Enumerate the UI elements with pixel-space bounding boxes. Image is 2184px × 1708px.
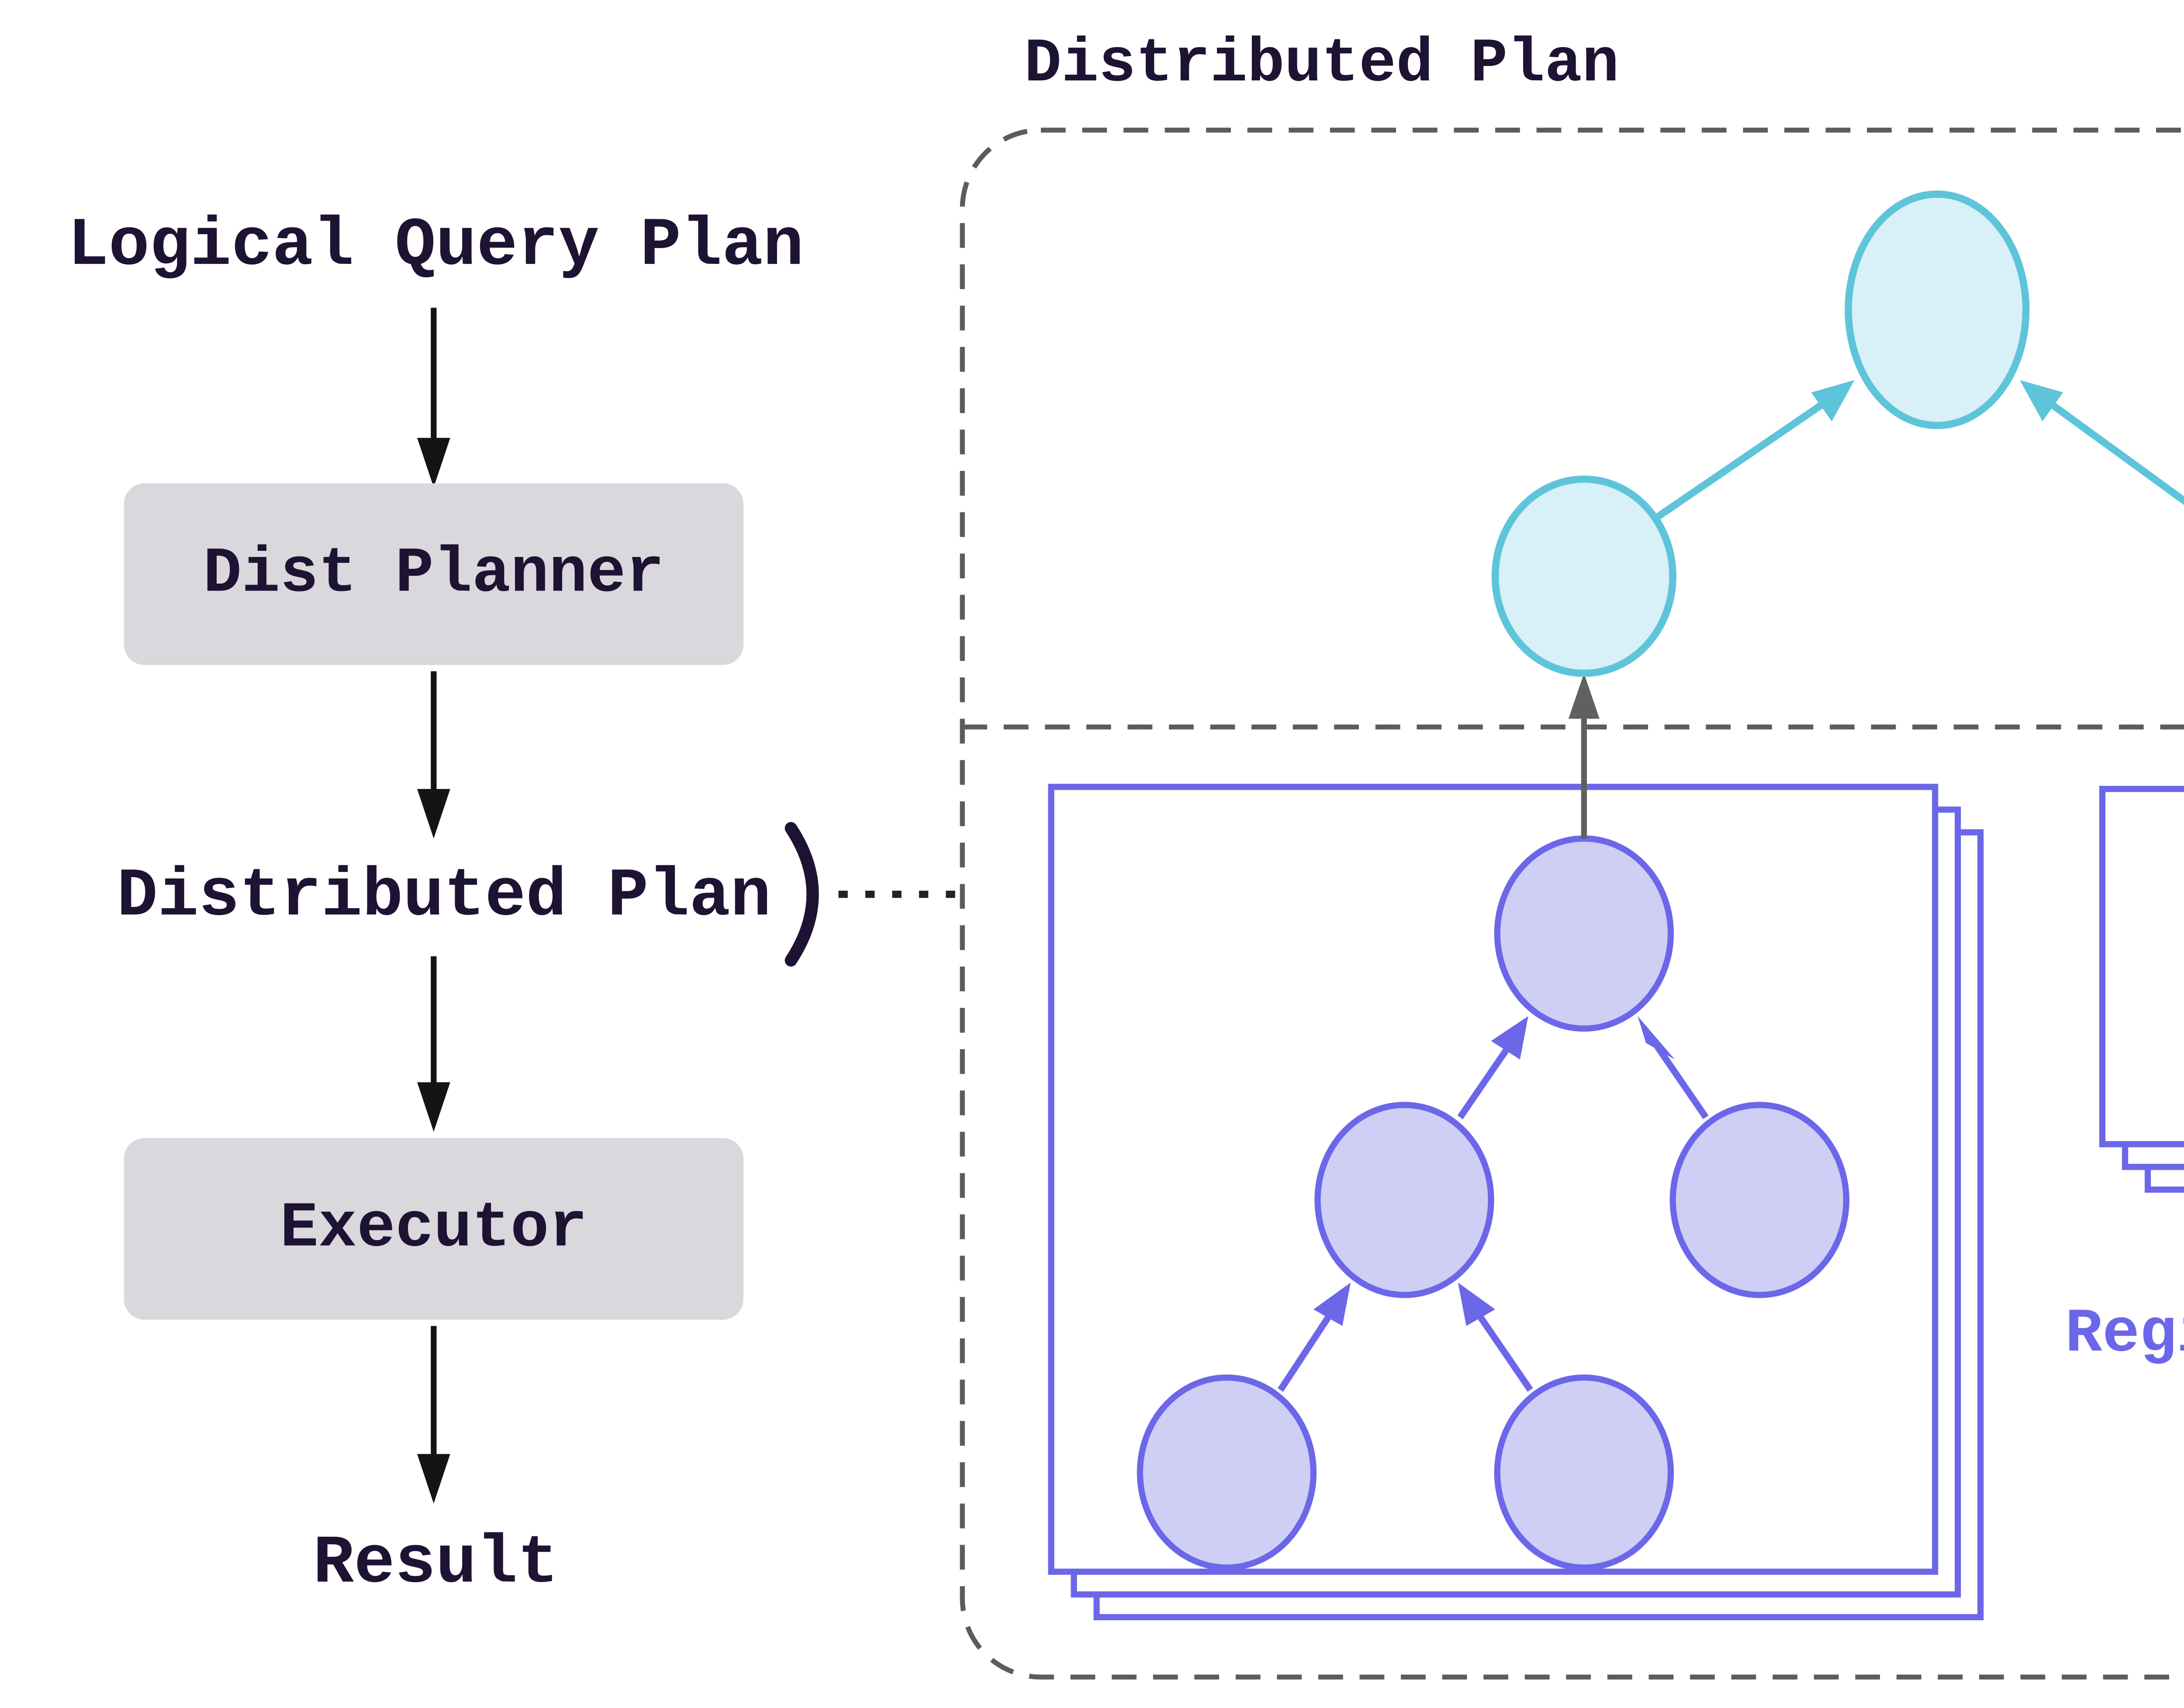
dist-planner-box: Dist Planner [124, 483, 744, 665]
stage-link-arrow-icon [1568, 673, 1600, 839]
datanode-plan-node [1494, 835, 1674, 1032]
datanode-plan-node [1137, 1374, 1317, 1571]
result-label: Result [313, 1525, 559, 1602]
tree-arrow-icon [1458, 1283, 1533, 1392]
executor-label: Executor [280, 1193, 587, 1265]
merge-arrow-icon [1656, 380, 1855, 519]
arrow-down-icon [417, 956, 450, 1132]
frontend-plan-node [1845, 190, 2030, 429]
arrow-down-icon [417, 1326, 450, 1504]
regions-label: Regions [2065, 1299, 2184, 1369]
distributed-plan-label: Distributed Plan [117, 857, 771, 935]
datanode-plan-node [1494, 1374, 1674, 1571]
logical-query-plan-label: Logical Query Plan [68, 207, 804, 284]
arrow-down-icon [417, 308, 450, 488]
brace-icon [784, 822, 819, 967]
arrow-down-icon [417, 671, 450, 839]
dist-planner-label: Dist Planner [203, 538, 664, 610]
frontend-plan-node [1491, 475, 1676, 677]
distributed-plan-title: Distributed Plan [1024, 29, 1619, 99]
datanode-plan-node [1669, 1102, 1849, 1298]
tree-arrow-icon [1457, 1016, 1528, 1120]
distributed-plan-dashed-box [960, 128, 2184, 1680]
frontend-plan-tree [1491, 190, 2184, 677]
region-page-stack-small [2099, 786, 2184, 1193]
datanode-plan-node [1314, 1102, 1494, 1298]
executor-box: Executor [124, 1138, 744, 1320]
merge-arrow-icon [2019, 380, 2184, 505]
datanode-plan-tree [1137, 835, 1849, 1571]
tree-arrow-icon [1278, 1283, 1351, 1392]
